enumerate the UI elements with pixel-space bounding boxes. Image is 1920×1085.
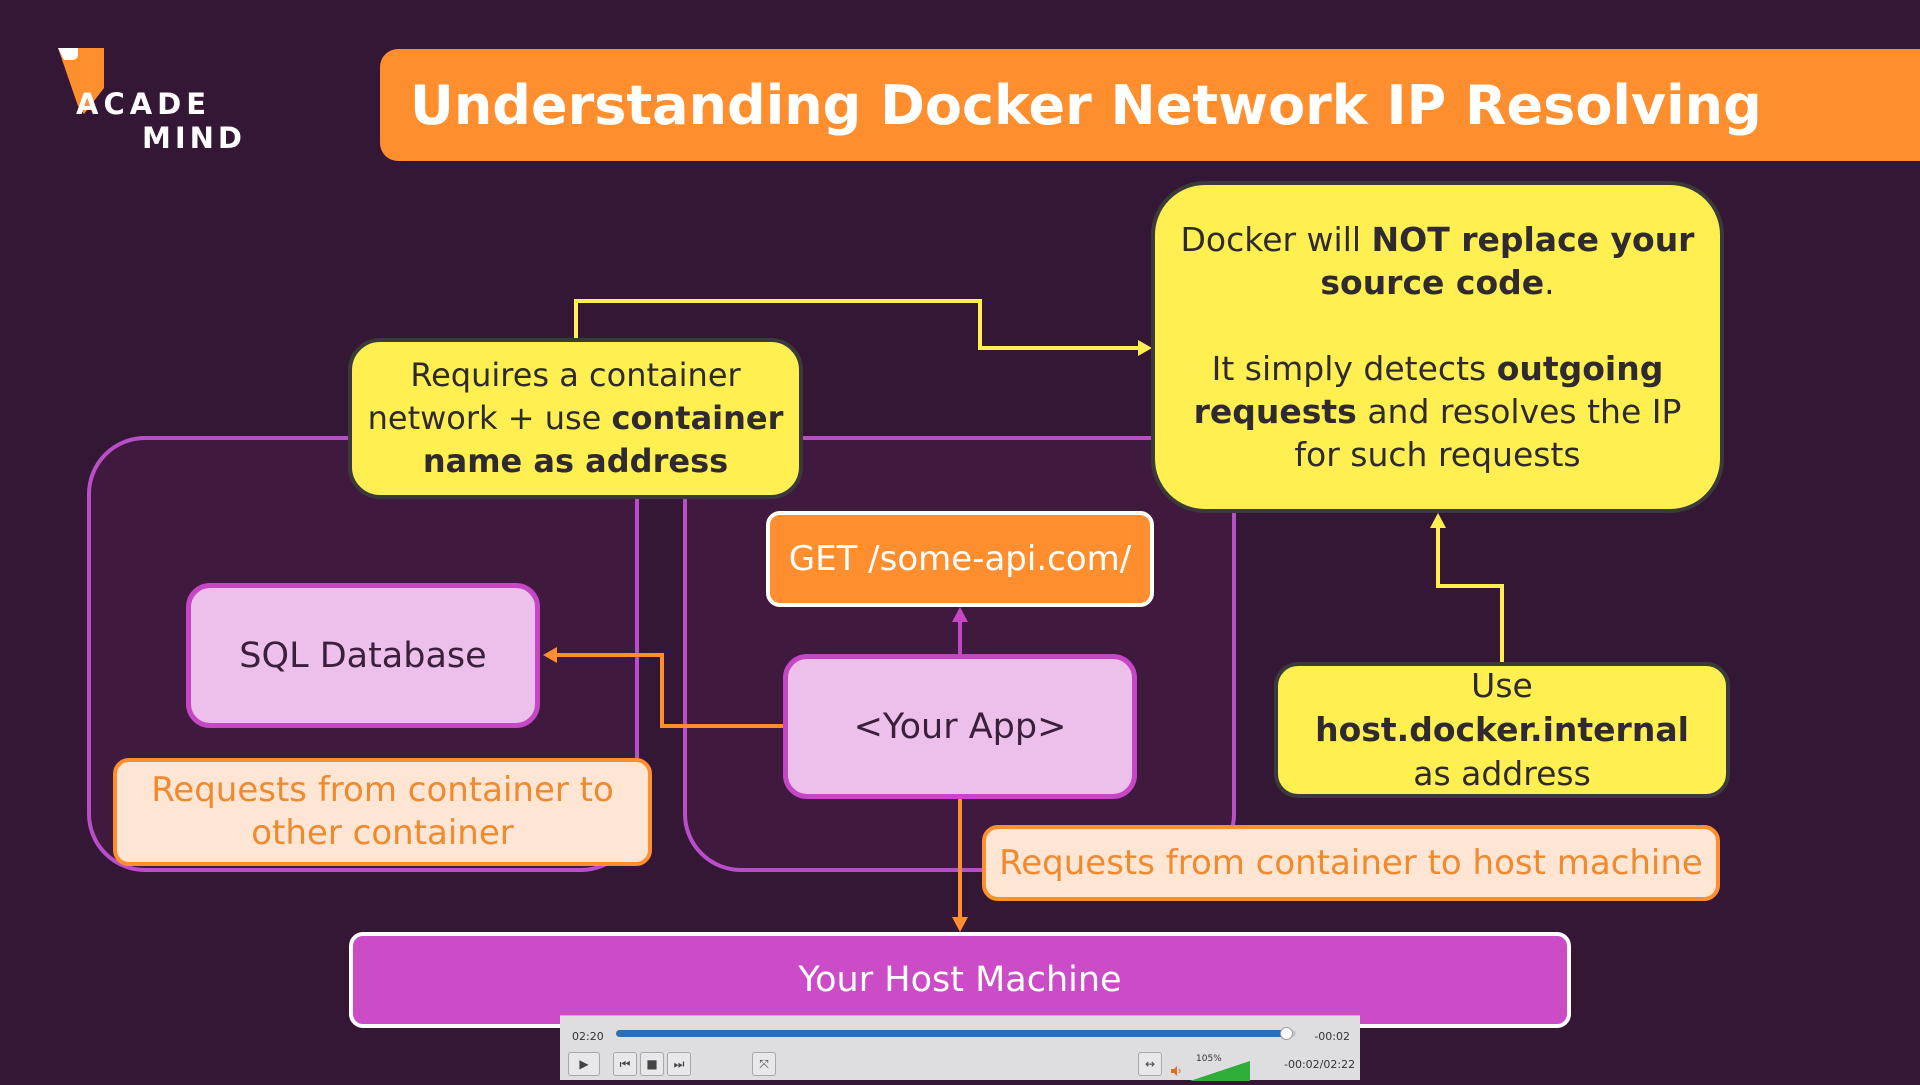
video-player-controls: 02:20 -00:02 ▶ ⏮ ■ ⏭ ⤧ ↔ 105% -00:02/02:… bbox=[560, 1015, 1360, 1081]
your-app-box: <Your App> bbox=[783, 654, 1137, 799]
remaining-time: -00:02 bbox=[1314, 1030, 1350, 1043]
fullscreen-icon: ⤧ bbox=[759, 1056, 769, 1071]
academind-logo-icon bbox=[58, 48, 108, 116]
note-container-network-text: Requires a container network + use conta… bbox=[367, 356, 784, 480]
get-request-label: GET /some-api.com/ bbox=[788, 539, 1132, 579]
stop-button[interactable]: ■ bbox=[640, 1052, 664, 1076]
your-app-label: <Your App> bbox=[853, 706, 1067, 747]
logo-text-acade: ACADE bbox=[76, 87, 212, 121]
time-duration: -00:02/02:22 bbox=[1284, 1058, 1356, 1071]
next-button[interactable]: ⏭ bbox=[667, 1052, 691, 1076]
speaker-icon[interactable] bbox=[1170, 1062, 1182, 1076]
note-docker-paragraph-1: Docker will NOT replace your source code… bbox=[1180, 220, 1695, 302]
fullscreen-button[interactable]: ⤧ bbox=[752, 1052, 776, 1076]
sql-database-label: SQL Database bbox=[239, 635, 487, 676]
next-icon: ⏭ bbox=[673, 1056, 685, 1071]
seek-handle[interactable] bbox=[1279, 1027, 1293, 1040]
note-container-network: Requires a container network + use conta… bbox=[348, 338, 803, 499]
volume-slider[interactable] bbox=[1190, 1061, 1250, 1081]
label-container-to-container: Requests from container to other contain… bbox=[113, 758, 652, 866]
note-host-text: Use host.docker.internal as address bbox=[1315, 666, 1689, 793]
sql-database-box: SQL Database bbox=[186, 583, 540, 728]
play-icon: ▶ bbox=[579, 1057, 589, 1071]
logo-text-mind: MIND bbox=[142, 121, 246, 155]
arrowhead-host bbox=[952, 917, 968, 932]
arrowhead-sql bbox=[543, 647, 557, 663]
host-machine-bar: Your Host Machine bbox=[349, 932, 1571, 1028]
note-host-docker-internal: Use host.docker.internal as address bbox=[1274, 662, 1730, 798]
arrowhead-get bbox=[952, 607, 968, 622]
previous-icon: ⏮ bbox=[619, 1056, 631, 1071]
arrow-host-to-docker bbox=[1436, 526, 1504, 662]
arrowhead-docker-note-bottom bbox=[1430, 513, 1446, 528]
arrow-app-to-sql bbox=[556, 653, 783, 728]
label-container-to-host-text: Requests from container to host machine bbox=[999, 843, 1703, 883]
aspect-ratio-icon: ↔ bbox=[1144, 1057, 1156, 1071]
get-request-box: GET /some-api.com/ bbox=[766, 511, 1154, 607]
seek-bar-progress bbox=[616, 1030, 1286, 1037]
stop-icon: ■ bbox=[646, 1057, 658, 1071]
title-banner: Understanding Docker Network IP Resolvin… bbox=[380, 49, 1920, 161]
arrow-network-to-docker bbox=[574, 299, 1140, 350]
label-container-to-container-text: Requests from container to other contain… bbox=[151, 770, 614, 853]
label-container-to-host: Requests from container to host machine bbox=[982, 825, 1720, 901]
play-button[interactable]: ▶ bbox=[568, 1052, 600, 1076]
seek-bar[interactable] bbox=[616, 1027, 1296, 1040]
host-machine-label: Your Host Machine bbox=[798, 960, 1122, 1000]
previous-button[interactable]: ⏮ bbox=[613, 1052, 637, 1076]
arrowhead-docker-note bbox=[1138, 340, 1152, 356]
volume-percentage: 105% bbox=[1196, 1054, 1222, 1064]
note-docker-resolving: Docker will NOT replace your source code… bbox=[1151, 181, 1724, 513]
note-docker-paragraph-2: It simply detects outgoing requests and … bbox=[1193, 349, 1682, 474]
page-title: Understanding Docker Network IP Resolvin… bbox=[410, 73, 1762, 137]
elapsed-time: 02:20 bbox=[572, 1030, 604, 1043]
aspect-ratio-button[interactable]: ↔ bbox=[1138, 1052, 1162, 1076]
